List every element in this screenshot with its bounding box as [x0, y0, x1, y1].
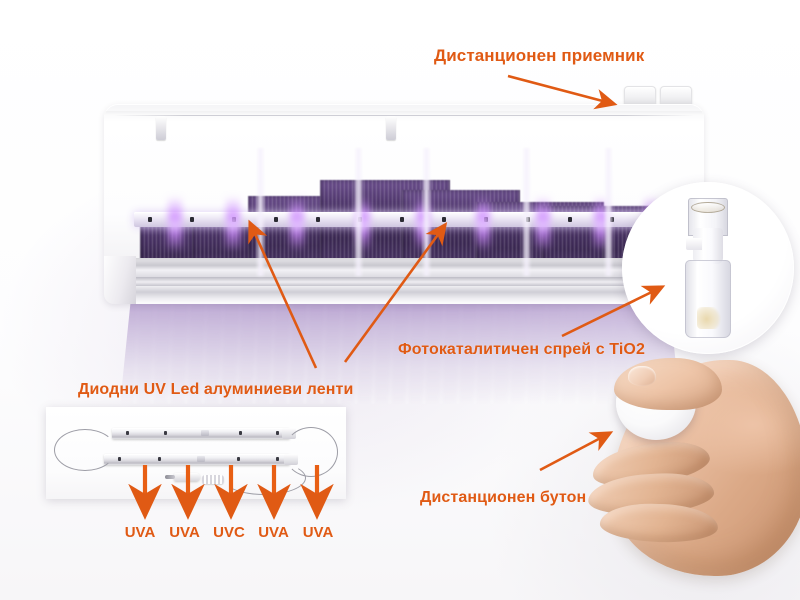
led-strip-upper: [112, 428, 290, 439]
remote-receiver-modules: [624, 86, 692, 108]
led-dot-1: [148, 217, 152, 222]
coil-divider-5: [604, 148, 613, 276]
inset-led-1: [118, 457, 121, 461]
coil-divider-2: [354, 148, 363, 276]
ac-left-cap: [104, 256, 136, 304]
cable-loop-right: [284, 427, 338, 477]
coil-divider-4: [522, 148, 531, 276]
bottle-body: [685, 260, 731, 338]
uv-type-label-5: UVA: [302, 524, 334, 541]
spray-bottle-inset: [622, 182, 794, 354]
coil-divider-1: [256, 148, 265, 276]
inset-led-3: [197, 456, 205, 462]
cable-coil: [202, 475, 224, 484]
led-dot-7: [400, 217, 404, 222]
inset-led-2: [163, 431, 167, 435]
cable-loop-left: [54, 429, 116, 471]
vent-pivot-center: [386, 116, 396, 140]
label-remote-receiver: Дистанционен приемник: [434, 46, 645, 65]
ac-body-shell: [104, 104, 704, 304]
spray-bottle: [682, 198, 734, 338]
uv-type-label-3: UVC: [213, 524, 245, 541]
led-strip-lower: [104, 454, 290, 465]
inset-led-2: [157, 457, 161, 461]
led-dot-8: [442, 217, 446, 222]
hand-with-remote: [586, 352, 800, 600]
uv-type-label-4: UVA: [258, 524, 289, 541]
uv-type-label-1: UVA: [124, 524, 156, 541]
air-conditioner-unit: [104, 86, 704, 304]
receiver-module-2: [660, 86, 692, 108]
led-dot-2: [190, 217, 194, 222]
led-dot-5: [316, 217, 320, 222]
bottle-nozzle: [686, 238, 702, 250]
evaporator-coil: [140, 146, 704, 276]
dc-plug: [165, 473, 200, 481]
uv-led-strip-in-unit: [134, 212, 676, 227]
led-strip-inset-panel: [46, 407, 346, 499]
inset-led-5: [276, 457, 279, 461]
ac-top-shadow: [104, 111, 704, 115]
label-remote-button: Дистанционен бутон: [420, 489, 587, 506]
coil-divider-3: [422, 148, 431, 276]
inset-led-1: [126, 431, 129, 435]
label-uv-led-strips: Диодни UV Led алуминиеви ленти: [78, 381, 354, 398]
inset-led-4: [238, 431, 242, 435]
thumb: [614, 358, 722, 410]
ac-top-seam: [114, 115, 694, 116]
inset-led-3: [201, 430, 209, 436]
uv-type-labels: UVA UVA UVC UVA UVA: [120, 524, 338, 541]
vent-pivot-left: [156, 116, 166, 140]
inset-led-5: [276, 431, 279, 435]
inset-led-4: [236, 457, 240, 461]
led-strip-upper-endcap: [282, 428, 296, 439]
led-dot-4: [274, 217, 278, 222]
led-dot-3: [232, 217, 236, 222]
led-dot-11: [568, 217, 572, 222]
label-photocatalytic-spray: Фотокаталитичен спрей с TiO2: [398, 341, 645, 358]
uv-type-label-2: UVA: [169, 524, 200, 541]
receiver-module-1: [624, 86, 656, 108]
thumb-nail: [628, 366, 656, 386]
cable-tail: [222, 461, 306, 495]
led-dot-9: [484, 217, 488, 222]
